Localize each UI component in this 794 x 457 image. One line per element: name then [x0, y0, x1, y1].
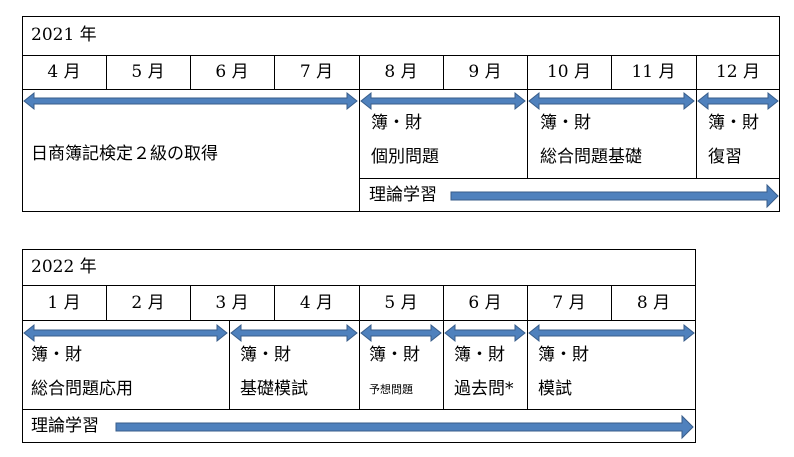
month-label: 5 月: [384, 293, 418, 313]
table-rule: [696, 55, 697, 178]
month-label: 6 月: [468, 293, 502, 313]
table-rule: [22, 89, 780, 90]
table-rule: [443, 285, 444, 409]
double-arrow: [360, 91, 526, 111]
double-arrow: [230, 323, 358, 343]
table-rule: [359, 178, 780, 179]
month-label: 5 月: [131, 62, 165, 82]
month-label: 8 月: [384, 62, 418, 82]
task-label: 簿・財: [240, 345, 291, 365]
table-rule: [359, 55, 360, 212]
schedule-2022-table: [22, 249, 696, 443]
task-label: 簿・財: [538, 345, 589, 365]
month-label: 11 月: [631, 62, 676, 82]
table-rule: [22, 409, 696, 410]
task-label: 簿・財: [454, 345, 505, 365]
table-rule: [274, 285, 275, 320]
table-rule: [22, 55, 780, 56]
month-label: 10 月: [546, 62, 592, 82]
month-label: 7 月: [299, 62, 334, 82]
year-heading-2022: 2022 年: [31, 257, 97, 277]
month-label: 1 月: [47, 293, 81, 313]
double-arrow: [23, 91, 358, 111]
task-label: 簿・財: [708, 113, 759, 133]
task-label: 簿・財: [31, 345, 82, 365]
task-label: 総合問題基礎: [540, 147, 642, 167]
theory-label: 理論学習: [31, 416, 99, 436]
right-arrow: [450, 183, 779, 209]
double-arrow: [528, 91, 695, 111]
table-rule: [611, 55, 612, 89]
table-rule: [106, 55, 107, 89]
month-label: 6 月: [215, 62, 249, 82]
double-arrow: [528, 323, 695, 343]
table-rule: [527, 55, 528, 178]
month-label: 9 月: [468, 62, 502, 82]
table-rule: [359, 285, 360, 409]
theory-label: 理論学習: [369, 185, 437, 205]
schedule-2021-table: [22, 16, 780, 212]
right-arrow: [115, 414, 694, 440]
double-arrow: [23, 323, 228, 343]
task-label: 過去問*: [454, 379, 514, 399]
double-arrow: [360, 323, 442, 343]
table-rule: [274, 55, 275, 89]
task-label: 総合問題応用: [31, 379, 133, 399]
table-rule: [443, 55, 444, 89]
task-label: 簿・財: [371, 113, 422, 133]
table-rule: [106, 285, 107, 320]
double-arrow: [697, 91, 779, 111]
task-label: 簿・財: [540, 113, 591, 133]
month-label: 7 月: [552, 293, 586, 313]
task-label: 模試: [538, 379, 572, 399]
table-rule: [229, 320, 230, 409]
task-label: 個別問題: [371, 147, 439, 167]
month-label: 2 月: [131, 293, 165, 313]
table-rule: [527, 285, 528, 409]
task-label: 基礎模試: [240, 379, 308, 399]
double-arrow: [444, 323, 526, 343]
task-label: 復習: [708, 147, 742, 167]
month-label: 4 月: [47, 62, 81, 82]
goal-text: 日商簿記検定２級の取得: [31, 144, 218, 164]
month-label: 4 月: [299, 293, 334, 313]
year-heading-2021: 2021 年: [31, 25, 97, 45]
month-label: 8 月: [636, 293, 671, 313]
month-label: 12 月: [715, 62, 761, 82]
task-label: 簿・財: [369, 345, 420, 365]
month-label: 3 月: [215, 293, 249, 313]
table-rule: [190, 55, 191, 89]
task-label: 予想問題: [369, 383, 413, 396]
table-rule: [611, 285, 612, 320]
table-rule: [190, 285, 191, 320]
